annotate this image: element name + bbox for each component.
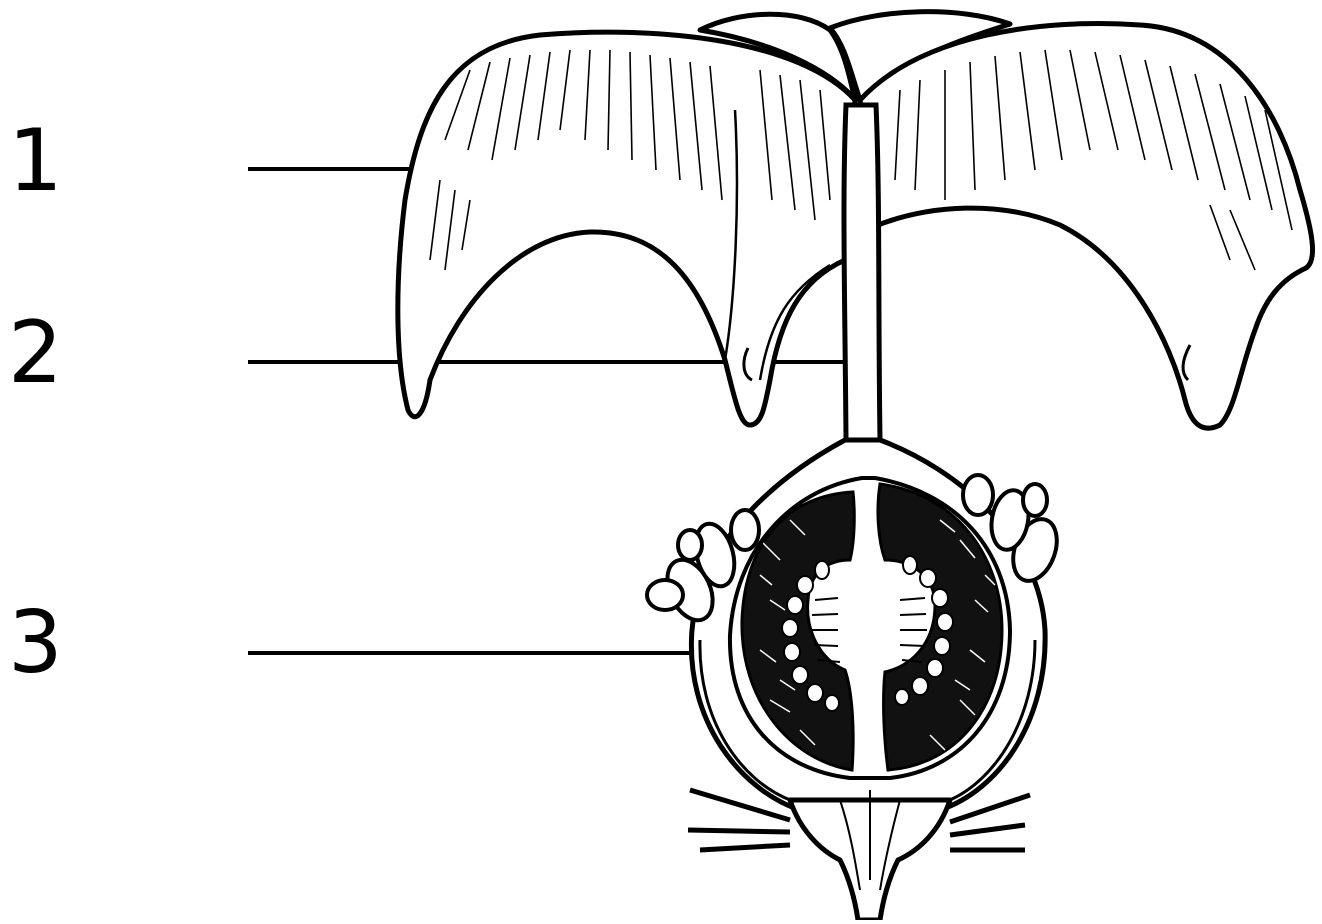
label-1: 1 <box>8 118 63 204</box>
label-2: 2 <box>8 310 63 396</box>
label-3: 3 <box>8 600 63 686</box>
receptacle <box>688 790 1030 920</box>
